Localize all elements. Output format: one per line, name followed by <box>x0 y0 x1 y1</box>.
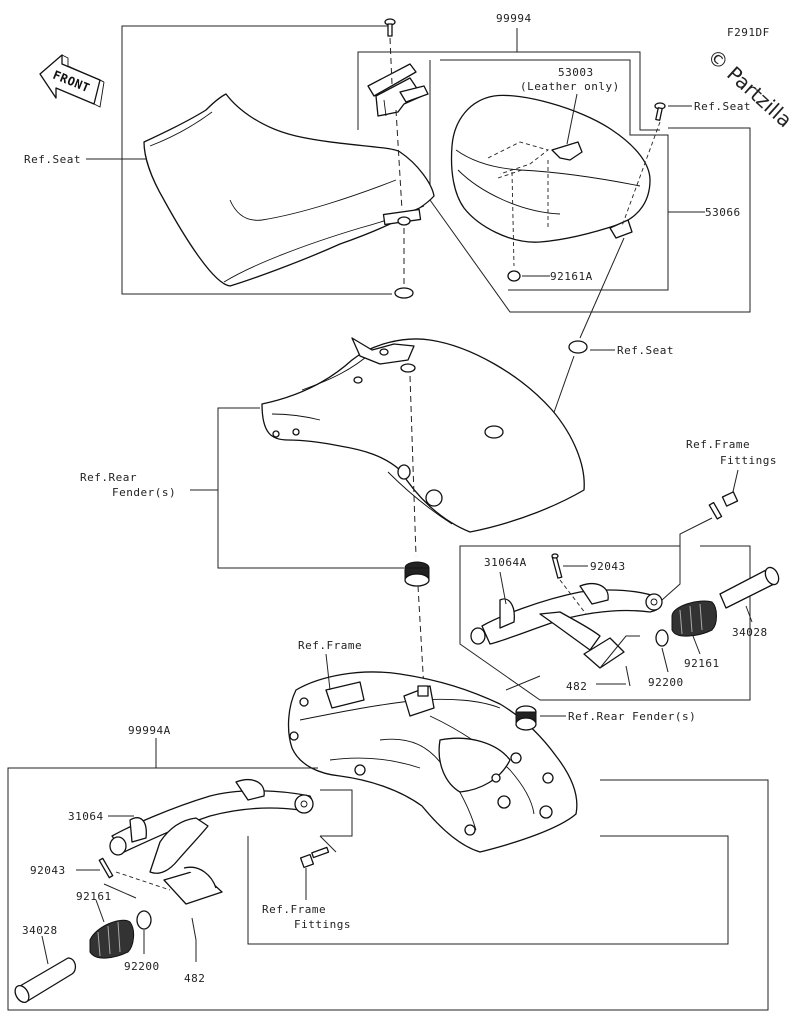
damper-icon <box>404 561 430 587</box>
label-99994: 99994 <box>496 12 532 25</box>
figure-code: F291DF <box>727 26 770 39</box>
label-ref-seat-left: Ref.Seat <box>24 153 81 166</box>
label-31064: 31064 <box>68 810 104 823</box>
label-92161-right: 92161 <box>684 657 720 670</box>
bracket-left-footrest <box>7 767 769 1011</box>
washer-92200-right-icon <box>655 629 669 647</box>
washer-ref-seat-icon <box>568 340 588 354</box>
bracket-right-footrest <box>459 545 751 701</box>
label-92200-right: 92200 <box>648 676 684 689</box>
label-ref-frame-fittings-l2: Fittings <box>294 918 351 931</box>
top-screw-icon <box>384 18 396 37</box>
footpeg-34028-right-icon <box>719 566 780 609</box>
rear-seat-screw-icon <box>654 102 666 121</box>
label-31064a: 31064A <box>484 556 527 569</box>
label-34028-left: 34028 <box>22 924 58 937</box>
bracket-left-seat <box>121 25 392 295</box>
seat-lock-bracket <box>367 63 429 117</box>
label-ref-rear-fender-right: Ref.Rear Fender(s) <box>568 710 696 723</box>
label-92200-left: 92200 <box>124 960 160 973</box>
pin-92043-left-icon <box>98 857 114 879</box>
front-arrow-icon: FRONT <box>39 54 105 108</box>
bracket-rear-seat <box>440 59 669 291</box>
passenger-seat <box>450 94 651 243</box>
footrest-bracket-right <box>470 583 663 669</box>
pin-92043-right-icon <box>551 553 563 579</box>
rubber-92161-right-icon <box>671 600 717 637</box>
label-92043-left: 92043 <box>30 864 66 877</box>
rear-frame <box>287 671 578 853</box>
watermark-text: © Partzilla <box>703 44 797 132</box>
label-ref-seat-top-right: Ref.Seat <box>694 100 751 113</box>
label-92161-left: 92161 <box>76 890 112 903</box>
label-53003: 53003 <box>558 66 594 79</box>
grommet-92161a-icon <box>507 270 521 282</box>
label-ref-rear-fender-2: Fender(s) <box>112 486 176 499</box>
watermark: © Partzilla <box>703 44 797 132</box>
label-92161a: 92161A <box>550 270 593 283</box>
bracket-rear-fender <box>217 407 404 569</box>
label-ref-rear-fender-1: Ref.Rear <box>80 471 137 484</box>
label-92043-right: 92043 <box>590 560 626 573</box>
label-99994a: 99994A <box>128 724 171 737</box>
label-ref-frame-fittings-l1: Ref.Frame <box>262 903 326 916</box>
footrest-bracket-left <box>109 779 314 905</box>
frame-bolt-right-icon <box>708 491 739 520</box>
rider-seat <box>143 93 435 287</box>
label-53066: 53066 <box>705 206 741 219</box>
footpeg-34028-left-icon <box>14 957 77 1004</box>
label-482-left: 482 <box>184 972 205 985</box>
rear-fender <box>261 337 585 533</box>
washer-92200-left-icon <box>136 910 152 930</box>
label-ref-frame: Ref.Frame <box>298 639 362 652</box>
label-ref-frame-fittings-r1: Ref.Frame <box>686 438 750 451</box>
label-53003-note: (Leather only) <box>520 80 620 93</box>
label-ref-frame-fittings-r2: Fittings <box>720 454 777 467</box>
bracket-99994 <box>357 51 660 131</box>
washer-icon <box>394 287 414 299</box>
label-34028-right: 34028 <box>732 626 768 639</box>
frame-bolt-left-icon <box>299 846 330 869</box>
label-ref-seat-mid: Ref.Seat <box>617 344 674 357</box>
label-482-right: 482 <box>566 680 587 693</box>
rubber-92161-left-icon <box>89 919 135 959</box>
